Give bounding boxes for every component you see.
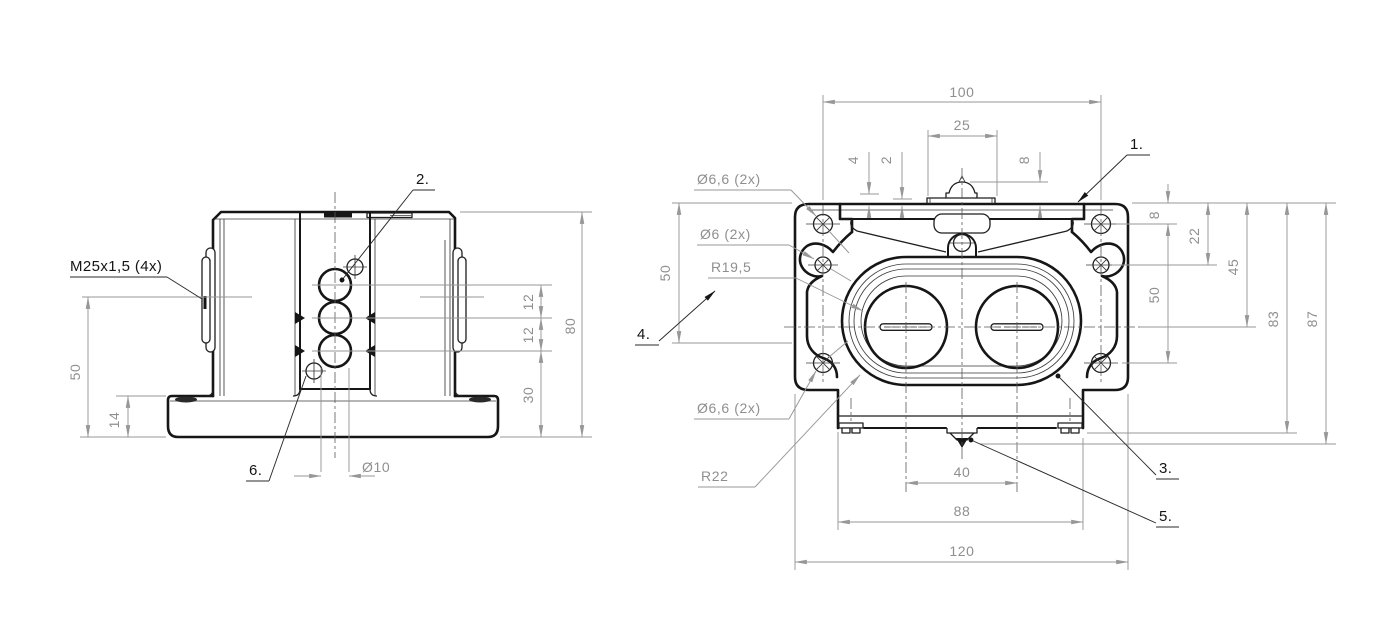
dim-boss-width: 25 — [954, 117, 971, 133]
foot-left — [838, 398, 864, 434]
dim-bore-pitch: 40 — [954, 464, 971, 480]
balloon-3: 3. — [1159, 460, 1172, 477]
dim-hole-pitch-b: 12 — [520, 327, 536, 344]
dim-top-to-hole: 8 — [1146, 211, 1162, 219]
side-view-dimensions: 50 14 12 12 30 80 Ø10 M25x1,5 (4x) 2. 6. — [67, 171, 592, 482]
balloon-5: 5. — [1159, 508, 1172, 525]
front-view: 100 25 4 2 8 1. — [635, 84, 1336, 570]
dim-plate-height: 2 — [878, 156, 894, 164]
dim-hole-pitch-a: 12 — [520, 294, 536, 311]
dim-left-height: 50 — [657, 265, 673, 282]
balloon-6: 6. — [249, 462, 262, 479]
dim-base-thickness: 14 — [106, 412, 122, 429]
dim-boss-height: 8 — [1016, 156, 1032, 164]
obround-profiles — [840, 255, 1083, 387]
callout-side-holes: Ø6 (2x) — [700, 226, 751, 242]
dim-hole-diameter: Ø10 — [362, 459, 390, 475]
dim-hole-pitch-v: 22 — [1186, 228, 1202, 245]
dim-body-height: 83 — [1265, 311, 1281, 328]
dim-bottom-hole-offset: 30 — [520, 387, 536, 404]
dim-hole-span-v: 50 — [1146, 287, 1162, 304]
callout-top-holes: Ø6,6 (2x) — [697, 171, 761, 187]
dim-hole-span-h: 100 — [949, 84, 974, 100]
dim-step-height: 4 — [845, 156, 861, 164]
dim-overall-width: 120 — [949, 543, 974, 559]
balloon-1: 1. — [1130, 136, 1143, 153]
side-view: 50 14 12 12 30 80 Ø10 M25x1,5 (4x) 2. 6. — [67, 171, 592, 482]
dim-overall-height-front: 87 — [1304, 311, 1320, 328]
thread-callout: M25x1,5 (4x) — [70, 258, 162, 275]
callout-inner-radius: R19,5 — [711, 259, 751, 275]
callout-bottom-holes: Ø6,6 (2x) — [697, 400, 761, 416]
dim-gland-height: 50 — [67, 364, 83, 381]
front-view-dimensions: 100 25 4 2 8 1. — [635, 84, 1336, 570]
dim-top-to-center: 45 — [1225, 259, 1241, 276]
foot-right — [1057, 398, 1083, 434]
balloon-4: 4. — [637, 326, 650, 343]
top-boss — [926, 175, 996, 204]
side-view-part — [166, 192, 500, 458]
balloon-2: 2. — [416, 171, 429, 188]
front-view-part — [784, 168, 1140, 492]
dim-overall-height-side: 80 — [562, 318, 578, 335]
callout-corner-radius: R22 — [701, 468, 728, 484]
dim-lower-width: 88 — [954, 503, 971, 519]
